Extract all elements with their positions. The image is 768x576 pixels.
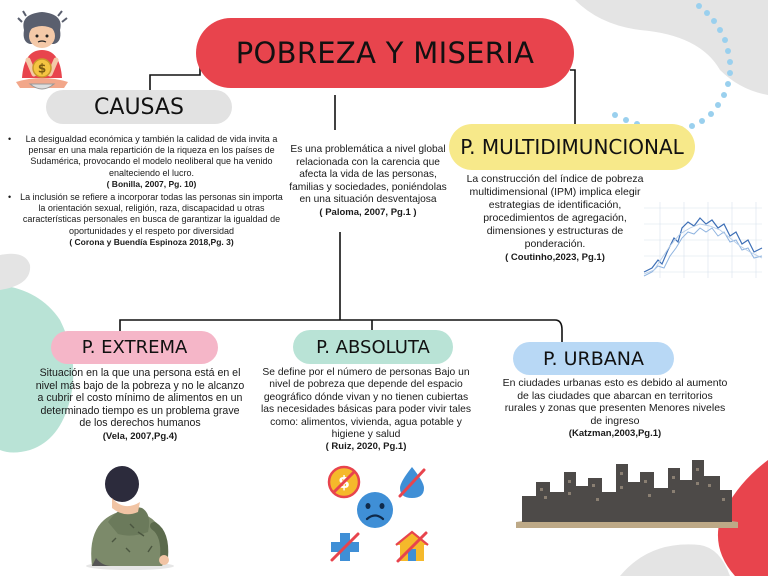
causas-item: La inclusión se refiere a incorporar tod…: [8, 192, 283, 248]
urbana-pill: P. URBANA: [513, 342, 674, 375]
no-money-icon: $: [327, 465, 361, 499]
coral-blob-bottom-right: [717, 460, 768, 576]
line-chart-icon: [643, 202, 763, 278]
sad-person-icon: [86, 466, 174, 570]
urbana-text: En ciudades urbanas esto es debido al au…: [502, 377, 728, 427]
causas-list: La desigualdad económica y también la ca…: [8, 134, 283, 248]
title-pill: POBREZA Y MISERIA: [196, 18, 574, 88]
no-water-icon: [398, 467, 426, 498]
absoluta-text: Se define por el número de personas Bajo…: [260, 367, 472, 441]
page-title: POBREZA Y MISERIA: [235, 36, 535, 70]
svg-text:$: $: [38, 62, 46, 76]
multi-text: La construcción del índice de pobreza mu…: [466, 173, 644, 250]
extrema-ref: (Vela, 2007,Pg.4): [102, 430, 178, 442]
mint-blob-left: [0, 285, 74, 453]
extrema-description: Situación en la que una persona está en …: [34, 367, 246, 444]
no-house-icon: [395, 530, 429, 563]
multi-pill: P. MULTIDIMUNCIONAL: [449, 124, 695, 170]
multi-ref: ( Coutinho,2023, Pg.1): [505, 252, 605, 263]
extrema-text: Situación en la que una persona está en …: [35, 367, 245, 430]
center-definition: Es una problemática a nivel global relac…: [288, 144, 448, 220]
causas-item-ref: ( Corona y Buendía Espinoza 2018,Pg. 3): [69, 236, 234, 247]
center-text: Es una problemática a nivel global relac…: [289, 144, 447, 206]
multi-label: P. MULTIDIMUNCIONAL: [460, 135, 684, 159]
causas-pill: CAUSAS: [46, 90, 232, 124]
urbana-description: En ciudades urbanas esto es debido al au…: [502, 377, 728, 441]
extrema-label: P. EXTREMA: [81, 337, 188, 358]
poor-person-icon: $: [16, 10, 68, 90]
urbana-ref: (Katzman,2003,Pg.1): [568, 428, 662, 440]
causas-item: La desigualdad económica y también la ca…: [8, 134, 283, 190]
causas-item-text: La desigualdad económica y también la ca…: [25, 134, 278, 178]
causas-item-text: La inclusión se refiere a incorporar tod…: [20, 192, 283, 236]
center-ref: ( Paloma, 2007, Pg.1 ): [319, 206, 417, 218]
absoluta-description: Se define por el número de personas Bajo…: [256, 367, 476, 454]
absoluta-label: P. ABSOLUTA: [316, 336, 430, 358]
multi-description: La construcción del índice de pobreza mu…: [466, 173, 644, 264]
absoluta-pill: P. ABSOLUTA: [293, 330, 453, 364]
absoluta-ref: ( Ruiz, 2020, Pg.1): [325, 441, 407, 453]
no-health-icon: [330, 532, 360, 562]
slum-city-icon: [516, 460, 738, 528]
sad-face-icon: [357, 492, 393, 528]
extrema-pill: P. EXTREMA: [51, 331, 218, 364]
gray-blob-bottom-right: [620, 544, 730, 576]
urbana-label: P. URBANA: [543, 347, 644, 370]
gray-blob-top-right: [575, 0, 768, 95]
causas-label: CAUSAS: [94, 94, 184, 120]
gray-blob-left: [0, 253, 31, 290]
causas-item-ref: ( Bonilla, 2007, Pg. 10): [106, 178, 197, 189]
